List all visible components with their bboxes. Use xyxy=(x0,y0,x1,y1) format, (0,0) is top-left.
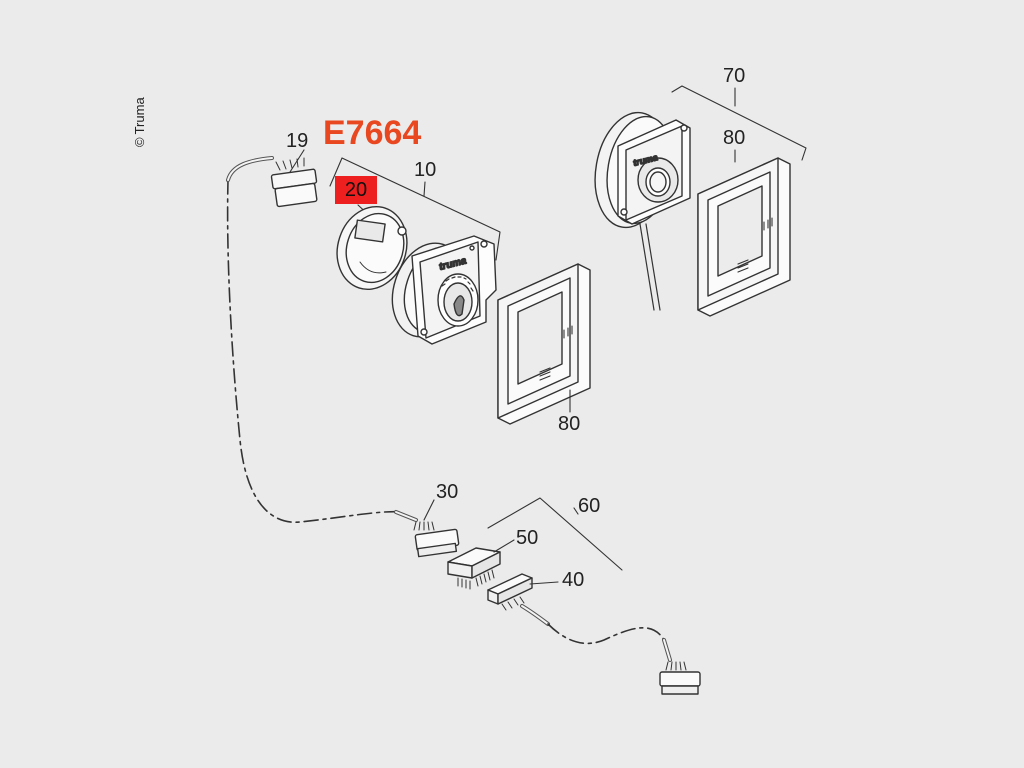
cable-19 xyxy=(226,179,403,523)
bracket-10 xyxy=(329,157,501,261)
label-30: 30 xyxy=(436,481,459,503)
copyright-symbol: © xyxy=(132,137,147,147)
part-80-frame-left xyxy=(497,263,591,425)
leader-19 xyxy=(289,149,305,173)
connector-end xyxy=(659,661,701,695)
copyright-label: © Truma xyxy=(132,97,147,150)
part-80-frame-right xyxy=(697,157,791,317)
label-10: 10 xyxy=(414,159,437,181)
leader-60 xyxy=(573,507,579,515)
highlighted-label-20[interactable]: 20 xyxy=(335,176,377,204)
bracket-70 xyxy=(671,85,807,161)
copyright-text: Truma xyxy=(132,97,147,135)
bracket-60 xyxy=(487,497,623,571)
label-50: 50 xyxy=(516,527,539,549)
part-number-title: E7664 xyxy=(323,114,422,152)
part-50-adapter xyxy=(447,547,501,590)
label-80-right: 80 xyxy=(723,127,746,149)
part-20-back-plate xyxy=(336,205,408,291)
leader-50 xyxy=(493,539,515,553)
label-60: 60 xyxy=(578,495,601,517)
part-30-connector xyxy=(394,510,460,558)
label-40: 40 xyxy=(562,569,585,591)
part-10-control-unit: truma xyxy=(391,235,497,345)
label-70: 70 xyxy=(723,65,746,87)
label-19: 19 xyxy=(286,130,309,152)
leader-30 xyxy=(423,499,435,521)
part-40-connector xyxy=(487,573,550,626)
part-70-control-unit: truma xyxy=(594,111,691,311)
label-80-left: 80 xyxy=(558,413,581,435)
leader-40 xyxy=(529,581,559,585)
cable-40 xyxy=(547,623,665,645)
leader-10 xyxy=(423,181,426,197)
connector-19 xyxy=(270,157,318,208)
